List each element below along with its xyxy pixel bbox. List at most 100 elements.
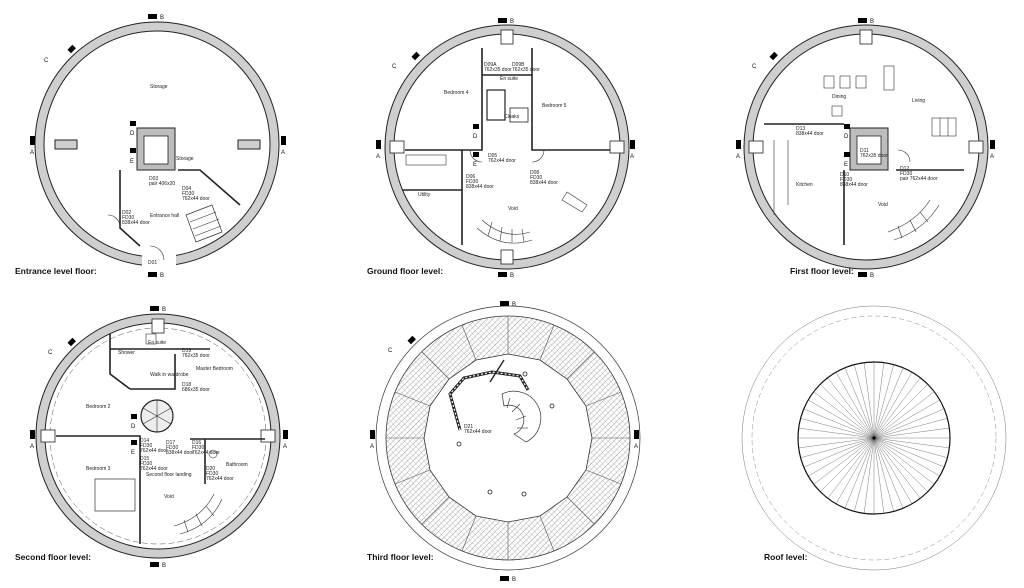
section-marker-left (30, 430, 35, 439)
section-marker-top (150, 306, 159, 311)
section-marker-right (630, 140, 635, 149)
entrance-level-drawing: B B A A C D E Storage Storage D03 pair 4… (30, 14, 286, 279)
section-label-c: C (48, 350, 53, 356)
bed-bedroom3 (94, 478, 136, 512)
door-d10: D10 (840, 172, 849, 178)
roof-rafter-line (835, 437, 875, 504)
roof-rafter-line (873, 418, 948, 439)
section-label-b-top: B (162, 307, 166, 313)
section-label-b-bottom: B (510, 273, 514, 279)
entrance-gap (142, 254, 176, 270)
door-d10-fd: FD30 (840, 177, 852, 183)
door-d18-size: 686x35 door (182, 387, 210, 393)
third-spiral-stair (501, 390, 542, 443)
roof-rafter-line (873, 437, 940, 477)
door-d08-fd: FD30 (530, 175, 542, 181)
door-swing-d12 (897, 149, 911, 163)
roof-rafter-line (873, 399, 940, 439)
room-kitchen: Kitchen (796, 182, 813, 188)
roof-rafter-line (844, 437, 875, 509)
section-marker-left (376, 140, 381, 149)
section-label-a-right: A (281, 150, 285, 156)
section-label-c: C (752, 64, 757, 70)
section-marker-top (500, 301, 509, 306)
door-d09b-size: 762x35 door (512, 67, 540, 73)
wall-stub-east (237, 139, 261, 150)
section-marker-bottom (498, 272, 507, 277)
section-label-e: E (473, 162, 477, 168)
section-marker-top (498, 18, 507, 23)
roof-rafter-line (873, 437, 935, 485)
section-label-d: D (844, 134, 849, 140)
door-d11-size: 762x35 door (860, 153, 888, 159)
door-swing-d08 (531, 149, 545, 163)
door-d11: D11 (860, 148, 869, 154)
roof-rafter-line (820, 437, 875, 492)
caption-second-floor: Second floor level: (15, 552, 92, 562)
roof-rafter-line (827, 377, 875, 439)
door-d17-size: 838x44 door (166, 450, 194, 456)
door-swing-d06 (469, 149, 483, 163)
door-d12-fd: FD30 (900, 171, 912, 177)
door-d19-size: 762x35 door (182, 353, 210, 359)
door-d09a-size: 762x35 door (484, 67, 512, 73)
hall-partition-left (119, 170, 141, 247)
door-d09a: D09A (484, 62, 497, 68)
wall-bedroom4 (405, 48, 483, 151)
room-second-floor-landing: Second floor landing (146, 472, 192, 478)
wc-en-suite (145, 333, 157, 345)
roof-rafter-line (803, 408, 875, 439)
door-d10-size: 838x44 door (840, 182, 868, 188)
door-d16: D16 (192, 440, 201, 446)
roof-rafter-line (813, 391, 875, 439)
section-marker-top (148, 14, 157, 19)
section-label-a-right: A (283, 444, 287, 450)
hall-partition-right (178, 169, 241, 206)
roof-rafter-line (873, 437, 913, 504)
roof-rafter-line (835, 372, 875, 439)
section-label-a-left: A (376, 154, 380, 160)
roof-rafter-line (873, 437, 928, 492)
section-label-a-left: A (736, 154, 740, 160)
roof-rafter-line (873, 377, 921, 439)
section-marker-bottom (858, 272, 867, 277)
roof-rafter-line (873, 384, 928, 439)
room-storage-mid: Storage (176, 156, 194, 162)
roof-rafter-line (873, 437, 948, 458)
room-bedroom2: Bedroom 2 (86, 404, 111, 410)
door-d18: D18 (182, 382, 191, 388)
caption-third-floor: Third floor level: (367, 552, 434, 562)
door-d15-size: 762x44 door (140, 466, 168, 472)
room-bedroom3: Bedroom 3 (86, 466, 111, 472)
wall-wardrobe (130, 354, 176, 390)
roof-outer-edge (741, 305, 1007, 571)
section-marker-bottom (500, 576, 509, 581)
roof-rafter-line (873, 362, 885, 439)
wall-bedrooms (56, 435, 141, 544)
door-d21-size: 762x44 door (464, 429, 492, 435)
roof-rafter-line (798, 427, 875, 439)
room-living: Living (912, 98, 925, 104)
roof-rafter-line (873, 427, 950, 439)
door-d14-size: 762x44 door (140, 448, 168, 454)
section-marker-right (634, 430, 639, 439)
room-void: Void (164, 494, 174, 500)
utility-worktop (405, 154, 447, 166)
partition-stub (489, 359, 505, 383)
cloaks-wc (509, 107, 529, 123)
section-label-b-bottom: B (512, 577, 516, 583)
window-notches (748, 29, 984, 154)
ground-floor-plan: B B A A C D E D09A 762x35 door D09B 762x… (342, 0, 682, 294)
door-d06-fd: FD30 (466, 179, 478, 185)
ground-floor-drawing: B B A A C D E D09A 762x35 door D09B 762x… (376, 18, 635, 279)
door-swing-d02 (107, 214, 121, 228)
door-d03-spec: pair 406x20 (149, 181, 175, 187)
section-label-b-bottom: B (162, 563, 166, 569)
entrance-level-plan: B B A A C D E Storage Storage D03 pair 4… (0, 0, 340, 294)
door-d04-size: 762x44 door (182, 196, 210, 202)
roof-rafter-line (800, 437, 875, 458)
section-marker-right (281, 136, 286, 145)
door-d14-fd: FD30 (140, 443, 152, 449)
room-shower: Shower (118, 350, 135, 356)
roof-apex (872, 436, 876, 440)
